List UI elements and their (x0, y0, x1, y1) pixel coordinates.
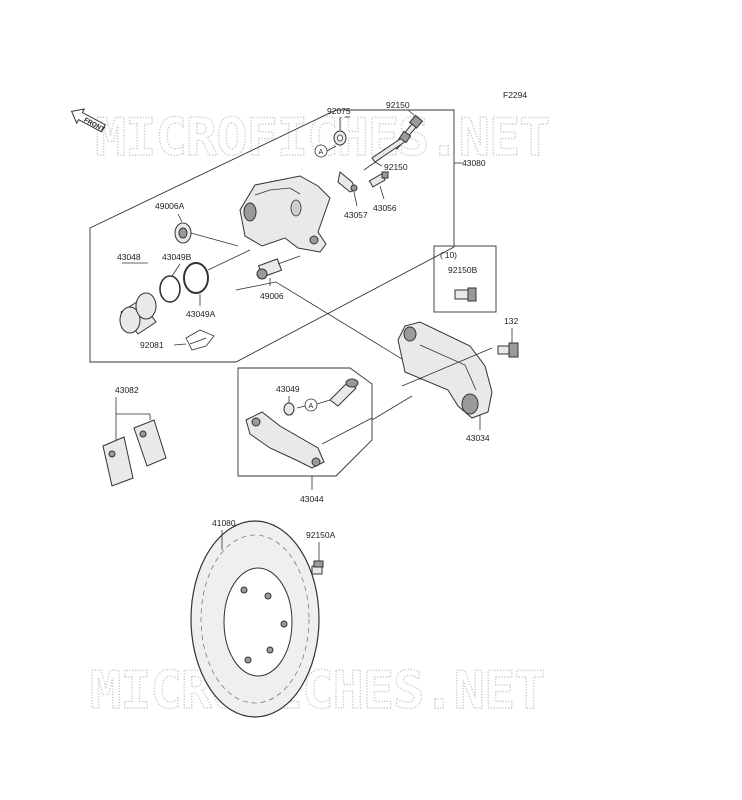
label-43049: 43049 (276, 384, 300, 394)
part-43049-slide-pin (329, 378, 359, 407)
figure-code: F2294 (503, 90, 527, 100)
label-132: 132 (504, 316, 518, 326)
label-92150-top: 92150 (386, 100, 410, 110)
part-43034-bracket (397, 321, 493, 419)
svg-text:A: A (309, 403, 314, 410)
watermark-bottom: MICROFICHES.NET (90, 661, 545, 721)
caliper-assembly-outline (89, 109, 455, 363)
part-92150-bolt-lower (371, 130, 412, 163)
part-41080-brake-disc (190, 520, 320, 718)
label-43057: 43057 (344, 210, 368, 220)
part-92075-washer (333, 130, 347, 146)
part-49006-pin (256, 258, 283, 280)
callout-a-lower: A (304, 398, 318, 412)
label-41080: 41080 (212, 518, 236, 528)
note-10-label: (’10) (440, 250, 457, 260)
label-43048: 43048 (117, 252, 141, 262)
part-43044-bracket (245, 411, 373, 469)
label-49006: 49006 (260, 291, 284, 301)
label-92081: 92081 (140, 340, 164, 350)
caliper-body (239, 175, 331, 253)
part-43049-washer (283, 402, 295, 416)
watermark-top: MICROFICHES.NET (95, 108, 550, 168)
part-43048-piston (119, 292, 157, 335)
svg-text:A: A (319, 149, 324, 156)
part-43057-pin (337, 171, 358, 193)
label-43044: 43044 (300, 494, 324, 504)
label-92075: 92075 (327, 106, 351, 116)
label-43082: 43082 (115, 385, 139, 395)
callout-a-upper: A (314, 144, 328, 158)
label-49006a: 49006A (155, 201, 185, 211)
label-92150a: 92150A (306, 530, 336, 540)
part-43049b-seal (159, 275, 181, 303)
label-92150b: 92150B (448, 265, 478, 275)
label-43049b: 43049B (162, 252, 192, 262)
part-92150a-bolt (311, 560, 324, 575)
part-92150b-bolt (454, 287, 477, 302)
part-43082-pad-right (133, 419, 167, 467)
label-43034: 43034 (466, 433, 490, 443)
part-43056-bleeder (368, 171, 389, 188)
label-43049a: 43049A (186, 309, 216, 319)
label-43080: 43080 (462, 158, 486, 168)
label-92150-mid: 92150 (384, 162, 408, 172)
bracket-assembly-outline (237, 367, 373, 477)
part-43049a-seal (183, 262, 209, 294)
label-43056: 43056 (373, 203, 397, 213)
part-92081-clip (185, 329, 215, 351)
note-box-10 (433, 245, 497, 313)
part-43082-pad-left (102, 436, 134, 487)
part-132-bolt (497, 342, 519, 358)
part-49006a-boot (174, 222, 192, 244)
